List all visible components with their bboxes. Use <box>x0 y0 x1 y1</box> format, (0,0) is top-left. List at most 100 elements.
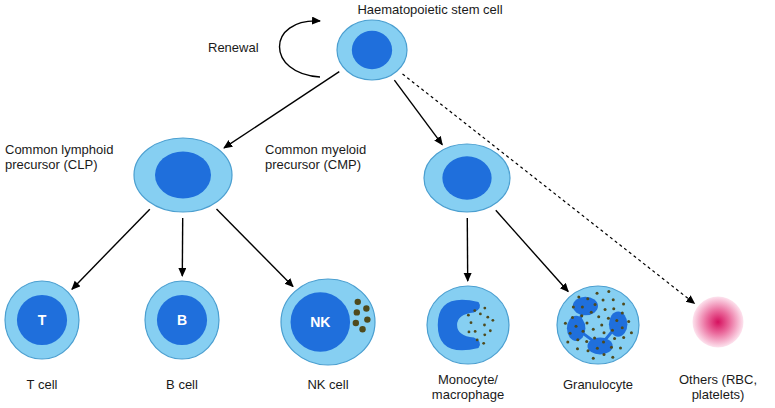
cell-label: Haematopoietic stem cell <box>330 2 530 17</box>
granule <box>566 341 569 344</box>
cell-node: Common myeloid precursor (CMP) <box>423 143 511 213</box>
granule <box>576 338 579 341</box>
granule <box>363 305 369 311</box>
arrow <box>182 218 184 276</box>
cell-node: TT cell <box>4 280 80 360</box>
granule <box>590 311 593 314</box>
granule <box>627 320 630 323</box>
cell-label: Granulocyte <box>548 377 648 392</box>
granule <box>596 292 599 295</box>
granule <box>586 297 589 300</box>
granule <box>630 331 633 334</box>
granule <box>474 330 477 333</box>
granule <box>491 319 494 322</box>
cell-node: Monocyte/ macrophage <box>426 285 510 365</box>
granule <box>473 309 476 312</box>
nucleus-lobe <box>567 316 585 341</box>
nucleus-lobe <box>609 312 627 337</box>
cell-body <box>134 138 232 212</box>
cell-drawing <box>423 143 511 213</box>
granule <box>564 322 567 325</box>
granule <box>612 298 615 301</box>
dashed-arrow <box>403 74 695 303</box>
granule <box>353 320 359 326</box>
cell-label: B cell <box>142 377 222 392</box>
granule <box>607 290 610 293</box>
granule <box>594 303 597 306</box>
cell-body <box>145 281 219 359</box>
cell-node: Others (RBC, platelets) <box>692 296 744 348</box>
granule <box>479 313 482 316</box>
granule <box>359 326 365 332</box>
cell-label: T cell <box>2 377 82 392</box>
nucleus-lobe <box>588 338 613 355</box>
granule <box>602 340 605 343</box>
cell-body <box>557 286 639 364</box>
granule <box>483 324 486 327</box>
granule <box>602 298 605 301</box>
granule <box>610 346 613 349</box>
granule <box>592 357 595 360</box>
cell-drawing <box>692 296 744 348</box>
granule <box>575 325 578 328</box>
cell-label: NK cell <box>283 377 373 392</box>
granule <box>603 331 606 334</box>
cell-node: Granulocyte <box>556 285 640 365</box>
granule <box>621 326 624 329</box>
granule <box>604 308 607 311</box>
arrow <box>72 209 150 289</box>
arrow <box>394 80 442 145</box>
granule <box>470 321 473 324</box>
cell-label: Common myeloid precursor (CMP) <box>265 142 400 172</box>
process-label: Renewal <box>208 40 259 55</box>
granule <box>602 353 605 356</box>
cell-body <box>281 279 375 365</box>
granule <box>596 347 599 350</box>
granule <box>467 314 470 317</box>
nucleus <box>442 156 491 199</box>
granule <box>593 336 596 339</box>
granule <box>483 333 486 336</box>
granule <box>354 309 360 315</box>
cell-body <box>5 281 79 359</box>
red-cell <box>693 297 744 348</box>
cell-label: Others (RBC, platelets) <box>668 372 768 402</box>
cell-body <box>337 20 407 80</box>
nucleus <box>155 151 211 198</box>
nucleus-letter: B <box>152 311 212 329</box>
arrow <box>496 210 568 291</box>
arrow <box>217 209 293 287</box>
cell-label: Common lymphoid precursor (CLP) <box>5 142 145 172</box>
granule <box>580 314 583 317</box>
nucleus <box>438 300 480 351</box>
granule <box>587 349 590 352</box>
nucleus-letter: T <box>12 311 72 329</box>
cell-label: Monocyte/ macrophage <box>420 372 516 402</box>
granule <box>476 339 479 342</box>
granule <box>600 324 603 327</box>
arrow <box>224 72 339 148</box>
nucleus <box>352 31 392 69</box>
cell-node: Haematopoietic stem cell <box>336 19 408 81</box>
granule <box>482 342 485 345</box>
granule <box>489 329 492 332</box>
granule <box>611 356 614 359</box>
granule <box>582 330 585 333</box>
granule <box>468 331 471 334</box>
granule <box>585 322 588 325</box>
cell-body <box>424 144 510 212</box>
granule <box>622 336 625 339</box>
renewal-loop <box>280 21 321 77</box>
granule <box>576 347 579 350</box>
nucleus <box>291 292 351 352</box>
granule <box>592 328 595 331</box>
nucleus-letter: NK <box>290 313 350 331</box>
granule <box>486 316 489 319</box>
granule <box>364 316 370 322</box>
granule <box>483 307 486 310</box>
granule <box>572 306 575 309</box>
granule <box>613 337 616 340</box>
granule <box>612 307 615 310</box>
cell-drawing <box>556 285 640 365</box>
